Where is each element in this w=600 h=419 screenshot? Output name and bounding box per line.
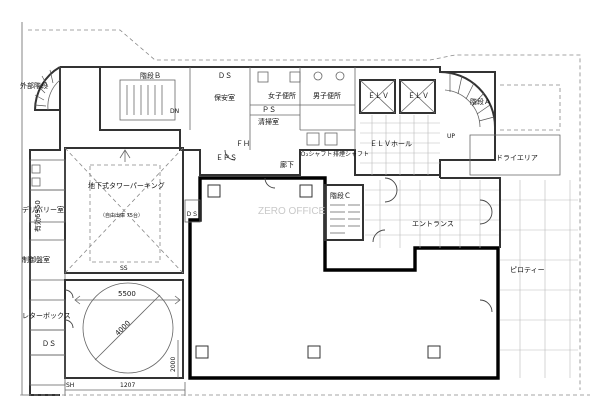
label-o-shaft: Ｏ₂シャフト bbox=[300, 151, 332, 158]
office-space-outline bbox=[188, 176, 500, 380]
entrance-doors bbox=[64, 149, 493, 329]
label-ds-top: ＤＳ bbox=[218, 72, 232, 80]
site-boundary-left bbox=[28, 29, 581, 390]
label-parking-small: （自由出庫 75台） bbox=[100, 212, 143, 219]
label-stairs-b: 階段Ｂ bbox=[140, 71, 161, 80]
pilotis-outline bbox=[440, 177, 501, 248]
ds-box bbox=[184, 199, 201, 223]
label-ss: SS bbox=[120, 265, 128, 272]
label-control-room: 制御盤室 bbox=[22, 255, 50, 264]
label-dim-6950: 有効6950 bbox=[33, 200, 42, 232]
label-dim-2000: 2000 bbox=[170, 357, 177, 372]
entrance-grid bbox=[365, 180, 500, 248]
label-elv-hall: ＥＬＶホール bbox=[370, 140, 412, 148]
label-stairs-a: 階段Ａ bbox=[470, 97, 491, 106]
top-room-partitions bbox=[189, 67, 356, 150]
dry-area-inner bbox=[500, 84, 561, 131]
label-letter-box: レターボックス bbox=[22, 311, 71, 320]
label-fh: ＦＨ bbox=[236, 140, 250, 148]
stairs-c-symbol bbox=[324, 184, 364, 241]
elv-hall-grid bbox=[360, 115, 440, 175]
pilotis-grid bbox=[500, 180, 578, 378]
parking-side-rooms bbox=[29, 159, 66, 281]
label-mens-wc: 男子便所 bbox=[313, 91, 341, 100]
label-elv-2: ＥＬＶ bbox=[408, 92, 429, 100]
parking-area bbox=[64, 147, 184, 274]
label-dim-4000: 4000 bbox=[114, 319, 132, 337]
label-dn: DN bbox=[170, 108, 179, 115]
label-eps: ＥＰＳ bbox=[216, 154, 237, 162]
label-ds-bottom: ＤＳ bbox=[42, 340, 56, 348]
lower-left-rooms bbox=[29, 299, 66, 386]
outer-stairs-symbol bbox=[33, 66, 61, 111]
label-dim-5500: 5500 bbox=[118, 290, 136, 298]
label-pilotis: ピロティー bbox=[510, 266, 545, 274]
label-parking: 地下式タワーパーキング bbox=[88, 181, 165, 190]
label-ps: ＰＳ bbox=[262, 106, 276, 114]
label-stairs-c: 階段Ｃ bbox=[330, 191, 351, 200]
label-dim-1207: 1207 bbox=[120, 382, 135, 389]
label-corridor: 廊下 bbox=[280, 160, 294, 169]
upper-rooms-wall bbox=[99, 67, 440, 176]
label-security-room: 保安室 bbox=[214, 93, 235, 102]
label-dry-area: ドライエリア bbox=[496, 154, 538, 162]
label-outer-stairs: 外部階段 bbox=[20, 81, 48, 90]
label-elv-1: ＥＬＶ bbox=[368, 92, 389, 100]
label-up: UP bbox=[447, 133, 455, 140]
bottom-dimension bbox=[64, 340, 186, 396]
label-exhaust-shaft: 排煙シャフト bbox=[333, 150, 369, 158]
watermark: ZERO OFFICE bbox=[258, 206, 326, 217]
stairs-a-symbol bbox=[439, 71, 496, 128]
label-sh: SH bbox=[66, 382, 74, 389]
building-outline bbox=[29, 66, 496, 396]
stairs-b-symbol bbox=[119, 79, 176, 121]
label-entrance: エントランス bbox=[412, 220, 454, 228]
elevators bbox=[359, 79, 436, 114]
label-ds-mid: ＤＳ bbox=[186, 211, 198, 218]
label-cleaning-room: 清掃室 bbox=[258, 117, 279, 126]
label-dp-room: デリバリー室 bbox=[22, 205, 64, 214]
columns bbox=[195, 184, 441, 359]
label-womens-wc: 女子便所 bbox=[268, 91, 296, 100]
dry-area-boundary bbox=[469, 134, 561, 176]
